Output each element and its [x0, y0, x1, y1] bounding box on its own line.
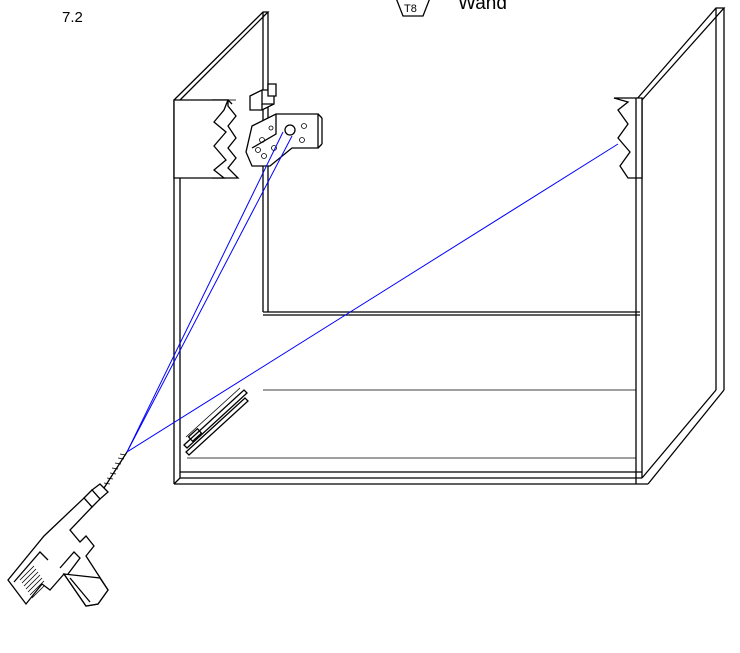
hardware-tag-icon [396, 0, 430, 17]
right-side-panel [635, 7, 726, 485]
hardware-callout: T8 Wand [396, 0, 507, 17]
step-number: 7.2 [62, 9, 83, 26]
hardware-label: Wand [458, 0, 507, 14]
wall-plug-left [173, 99, 240, 179]
back-rail [263, 311, 640, 316]
cabinet [173, 7, 726, 485]
drawer-runner [183, 387, 249, 456]
bottom-panel [174, 389, 648, 485]
clip-block [249, 83, 277, 111]
wall-bracket-icon [245, 113, 323, 167]
hardware-code: T8 [404, 3, 417, 15]
drill-icon [7, 451, 128, 607]
drill-guide-lines [126, 131, 619, 453]
wall-plug-right [613, 97, 643, 179]
